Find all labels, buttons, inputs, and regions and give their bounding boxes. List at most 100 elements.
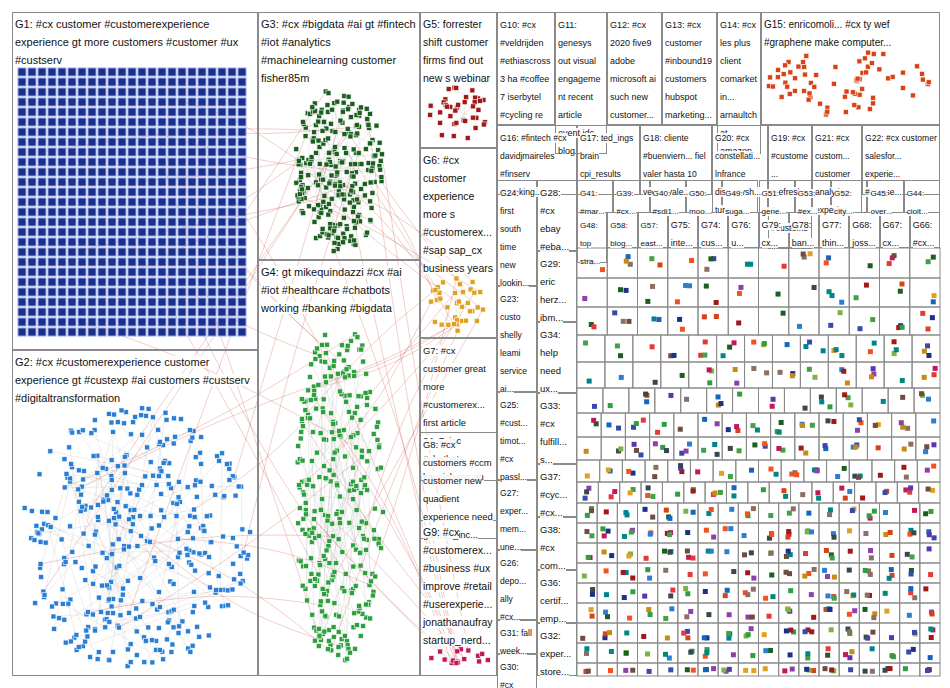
vertex-icon: [118, 248, 126, 256]
vertex-icon: [28, 98, 36, 106]
vertex-icon: [176, 630, 181, 635]
vertex-icon: [331, 534, 336, 539]
vertex-icon: [148, 178, 156, 186]
vertex-icon: [198, 138, 206, 146]
vertex-icon: [88, 128, 96, 136]
vertex-icon: [178, 78, 186, 86]
vertex-icon: [365, 459, 370, 464]
vertex-icon: [58, 238, 66, 246]
vertex-icon: [353, 124, 358, 129]
vertex-icon: [338, 222, 343, 227]
vertex-icon: [148, 68, 156, 76]
vertex-icon: [373, 406, 378, 411]
vertex-icon: [379, 152, 384, 157]
vertex-icon: [68, 188, 76, 196]
vertex-icon: [178, 308, 186, 316]
vertex-icon: [341, 100, 346, 105]
vertex-icon: [467, 309, 472, 314]
vertex-icon: [104, 583, 109, 588]
vertex-icon: [208, 288, 216, 296]
vertex-icon: [323, 476, 328, 481]
vertex-icon: [48, 78, 56, 86]
vertex-icon: [352, 225, 357, 230]
intra-group-edge: [315, 538, 332, 578]
vertex-icon: [78, 238, 86, 246]
vertex-icon: [316, 119, 321, 124]
vertex-icon: [343, 571, 348, 576]
vertex-icon: [374, 424, 379, 429]
vertex-icon: [470, 115, 475, 120]
vertex-icon: [38, 128, 46, 136]
vertex-icon: [202, 528, 207, 533]
vertex-icon: [238, 218, 246, 226]
vertex-icon: [38, 218, 46, 226]
vertex-icon: [48, 228, 56, 236]
vertex-icon: [208, 228, 216, 236]
vertex-icon: [138, 318, 146, 326]
vertex-icon: [218, 98, 226, 106]
vertex-icon: [48, 524, 53, 529]
vertex-icon: [320, 497, 325, 502]
vertex-icon: [325, 103, 330, 108]
vertex-icon: [68, 88, 76, 96]
vertex-icon: [158, 168, 166, 176]
vertex-icon: [171, 416, 176, 421]
vertex-icon: [456, 299, 461, 304]
vertex-icon: [208, 268, 216, 276]
vertex-icon: [148, 168, 156, 176]
vertex-icon: [456, 102, 461, 107]
vertex-icon: [485, 657, 490, 662]
vertex-icon: [98, 198, 106, 206]
vertex-icon: [76, 468, 81, 473]
vertex-icon: [32, 537, 37, 542]
vertex-icon: [159, 469, 164, 474]
vertex-icon: [368, 180, 373, 185]
vertex-icon: [333, 164, 338, 169]
vertex-icon: [121, 586, 126, 591]
vertex-icon: [321, 410, 326, 415]
vertex-icon: [18, 198, 26, 206]
vertex-icon: [206, 555, 211, 560]
vertex-icon: [118, 188, 126, 196]
vertex-icon: [178, 248, 186, 256]
vertex-icon: [340, 160, 345, 165]
vertex-icon: [214, 587, 219, 592]
vertex-icon: [148, 460, 153, 465]
vertex-icon: [138, 228, 146, 236]
vertex-icon: [48, 298, 56, 306]
vertex-icon: [228, 228, 236, 236]
vertex-icon: [108, 278, 116, 286]
vertex-icon: [308, 161, 313, 166]
vertex-icon: [138, 238, 146, 246]
intra-group-edge: [79, 432, 169, 564]
vertex-icon: [238, 581, 243, 586]
vertex-icon: [78, 78, 86, 86]
vertex-icon: [92, 532, 97, 537]
vertex-icon: [451, 322, 456, 327]
vertex-icon: [51, 614, 56, 619]
vertex-icon: [305, 598, 310, 603]
vertex-icon: [221, 534, 226, 539]
vertex-icon: [321, 177, 326, 182]
vertex-icon: [158, 298, 166, 306]
vertex-icon: [371, 431, 376, 436]
vertex-icon: [352, 219, 357, 224]
vertex-icon: [198, 98, 206, 106]
vertex-icon: [352, 611, 357, 616]
vertex-icon: [68, 198, 76, 206]
vertex-icon: [138, 98, 146, 106]
intra-group-edge: [86, 506, 124, 589]
vertex-icon: [316, 626, 321, 631]
vertex-icon: [168, 308, 176, 316]
vertex-icon: [18, 318, 26, 326]
vertex-icon: [198, 258, 206, 266]
vertex-icon: [132, 507, 137, 512]
vertex-icon: [58, 228, 66, 236]
vertex-icon: [128, 178, 136, 186]
inter-group-edge: [91, 133, 349, 508]
vertex-icon: [373, 574, 378, 579]
vertex-icon: [338, 184, 343, 189]
vertex-icon: [158, 328, 166, 336]
vertex-icon: [148, 128, 156, 136]
vertex-icon: [358, 633, 363, 638]
